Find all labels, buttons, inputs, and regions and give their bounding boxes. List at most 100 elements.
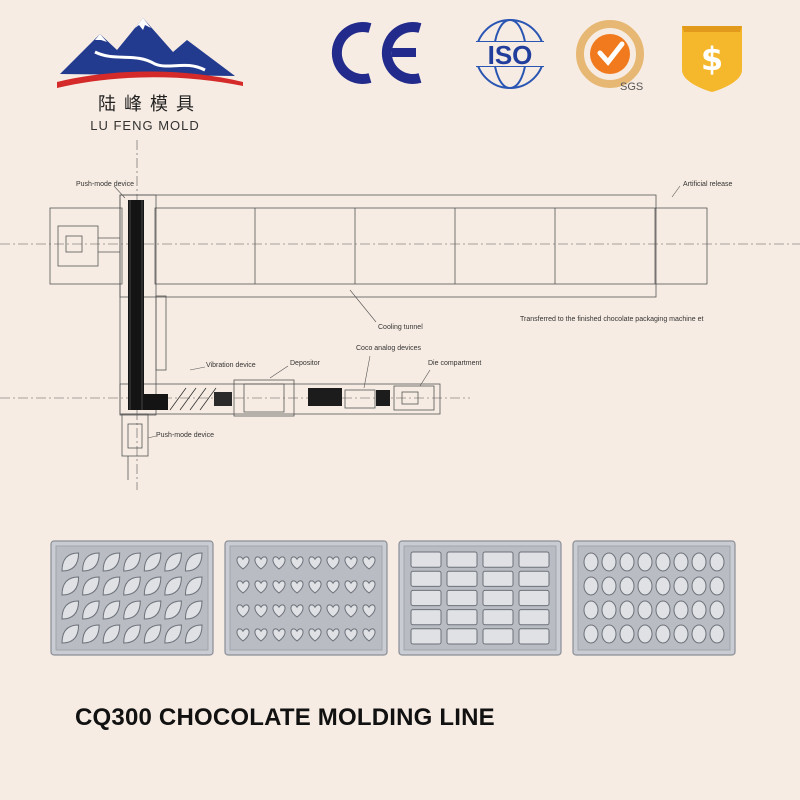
mold-cavity xyxy=(102,600,121,620)
molding-line-diagram xyxy=(0,140,800,490)
mold-cavity xyxy=(482,589,514,607)
mold-cavity xyxy=(691,600,707,620)
label-transferred-to-packaging: Transferred to the finished chocolate pa… xyxy=(520,316,704,323)
brand-name-english: LU FENG MOLD xyxy=(90,118,200,133)
page-title: CQ300 CHOCOLATE MOLDING LINE xyxy=(75,704,495,731)
mold-cavity xyxy=(184,624,203,644)
mold-cavity xyxy=(673,552,689,572)
mold-cavity xyxy=(637,552,653,572)
mold-cavity xyxy=(518,628,550,645)
mold-cavity xyxy=(164,552,182,572)
mold-cavity xyxy=(362,604,376,618)
mold-cavity xyxy=(290,604,304,618)
mold-cavity xyxy=(601,576,617,596)
mold-cavity xyxy=(164,576,182,596)
mold-cavity xyxy=(655,552,671,572)
mold-cavity xyxy=(518,551,550,568)
mold-cavity xyxy=(619,552,635,572)
mold-cavity xyxy=(61,624,80,644)
mold-cavity xyxy=(482,609,514,626)
sgs-check-icon: SGS xyxy=(576,20,644,93)
mold-cavity xyxy=(184,576,203,596)
mold-cavity xyxy=(308,580,322,594)
mold-cavity xyxy=(236,604,250,618)
mold-cavity xyxy=(61,576,80,596)
mold-cavity xyxy=(123,576,141,596)
label-die-compartment: Die compartment xyxy=(428,360,482,367)
mold-cavity xyxy=(482,570,514,587)
mold-cavity xyxy=(308,604,322,618)
mold-cavity xyxy=(143,576,162,596)
label-coco-analog-devices: Coco analog devices xyxy=(356,345,421,352)
mold-cavity xyxy=(164,624,182,644)
mold-cavity xyxy=(691,624,707,644)
mold-cavity xyxy=(184,552,203,572)
mold-cavity xyxy=(637,576,653,596)
mold-cavity xyxy=(143,624,162,644)
mold-cavity xyxy=(655,600,671,620)
label-vibration-device: Vibration device xyxy=(206,362,256,369)
mold-cavity xyxy=(82,576,100,596)
mold-cavity xyxy=(254,580,268,594)
mold-cavity xyxy=(272,604,286,618)
mold-cavity xyxy=(102,624,121,644)
mold-cavity xyxy=(673,624,689,644)
mold-cavity xyxy=(236,628,250,642)
mold-cavity xyxy=(410,628,442,645)
mold-cavity xyxy=(344,628,358,642)
mold-cavity xyxy=(673,600,689,620)
mold-cavity xyxy=(123,624,141,644)
mold-cavity xyxy=(236,580,250,594)
mold-cavity xyxy=(655,624,671,644)
dollar-sign-label: $ xyxy=(701,40,723,78)
mold-cavity xyxy=(82,552,100,572)
mold-cavity xyxy=(673,576,689,596)
mold-cavity xyxy=(446,589,478,607)
mold-cavity xyxy=(290,628,304,642)
mold-photo-heart xyxy=(224,540,388,656)
mold-cavity xyxy=(326,580,340,594)
mold-cavity xyxy=(518,589,550,607)
ce-mark-icon xyxy=(331,22,422,84)
label-artificial-release: Artificial release xyxy=(683,181,733,188)
mold-cavity xyxy=(691,576,707,596)
mold-cavity xyxy=(446,609,478,626)
mold-cavity xyxy=(446,628,478,645)
mold-cavity xyxy=(326,556,340,570)
mold-cavity xyxy=(619,624,635,644)
mold-cavity xyxy=(583,552,599,572)
mold-cavity xyxy=(344,604,358,618)
mold-photo-bar xyxy=(398,540,562,656)
mold-photo-leaf xyxy=(50,540,214,656)
mold-cavity xyxy=(254,628,268,642)
mold-cavity xyxy=(709,552,725,572)
mold-cavity xyxy=(326,628,340,642)
mold-cavity xyxy=(446,551,478,568)
mold-cavity xyxy=(691,552,707,572)
mold-cavity xyxy=(61,600,80,620)
mold-cavity xyxy=(446,570,478,587)
mold-cavity xyxy=(326,604,340,618)
mold-cavity xyxy=(362,556,376,570)
mold-cavity xyxy=(362,628,376,642)
mold-cavity xyxy=(344,556,358,570)
mold-cavity xyxy=(308,628,322,642)
sgs-label: SGS xyxy=(620,81,643,93)
mold-cavity xyxy=(482,551,514,568)
mold-cavity xyxy=(583,600,599,620)
lufeng-mountain-logo-icon xyxy=(57,18,243,88)
mold-cavity xyxy=(184,600,203,620)
mold-photo-shell xyxy=(572,540,736,656)
iso-globe-icon: ISO xyxy=(464,19,556,89)
mold-cavity xyxy=(236,556,250,570)
mold-cavity xyxy=(619,576,635,596)
mold-cavity xyxy=(637,600,653,620)
mold-cavity xyxy=(637,624,653,644)
mold-cavity xyxy=(410,551,442,568)
mold-cavity xyxy=(290,580,304,594)
brand-name-chinese: 陆峰模具 xyxy=(98,94,202,115)
mold-cavity xyxy=(143,552,162,572)
mold-cavity xyxy=(164,600,182,620)
mold-cavity xyxy=(709,576,725,596)
mold-cavity xyxy=(344,580,358,594)
